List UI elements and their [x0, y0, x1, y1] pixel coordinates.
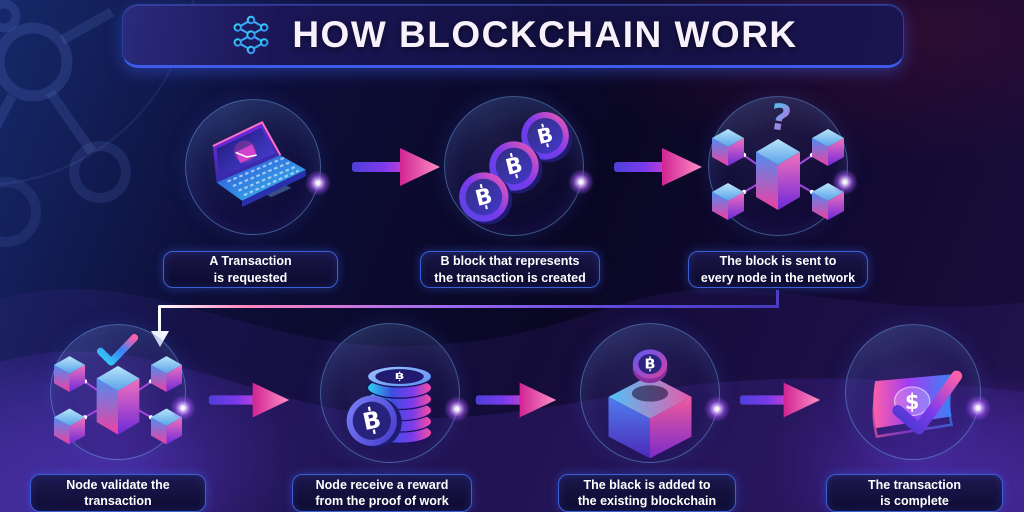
step-circle-3: ?: [708, 96, 858, 236]
money-check-icon: $: [872, 370, 963, 438]
label-line: from the proof of work: [315, 494, 449, 508]
bitcoin-blocks-icon: [459, 112, 573, 225]
glow-dot: [568, 168, 594, 195]
label-line: The block is sent to: [719, 254, 837, 269]
step-label-1: A Transaction is requested: [163, 251, 338, 288]
step-label-2: B block that represents the transaction …: [420, 251, 600, 288]
connector-horizontal: [158, 305, 779, 308]
title-bar: HOW BLOCKCHAIN WORK: [122, 4, 904, 68]
flow-arrow-3: [208, 382, 290, 418]
page-title: HOW BLOCKCHAIN WORK: [292, 14, 798, 55]
label-line: is requested: [213, 270, 288, 285]
flow-arrow-5: [739, 382, 821, 418]
block-added-icon: [608, 349, 692, 459]
step-label-4: Node validate the transaction: [30, 474, 206, 512]
label-line: transaction: [84, 494, 152, 508]
step-circle-5: [320, 323, 470, 463]
label-line: A Transaction: [209, 254, 292, 269]
step-circle-2: [444, 96, 594, 236]
step-label-6: The black is added to the existing block…: [558, 474, 736, 512]
svg-text:$: $: [905, 390, 920, 414]
step-label-5: Node receive a reward from the proof of …: [292, 474, 472, 512]
network-validated-icon: [54, 334, 182, 445]
label-line: B block that represents: [440, 254, 580, 269]
step-circle-6: [580, 323, 730, 463]
laptop-icon: [212, 121, 306, 208]
connector-vertical-right: [776, 290, 779, 307]
step-label-7: The transaction is complete: [826, 474, 1003, 512]
flow-arrow-2: [614, 148, 702, 186]
label-line: is complete: [880, 494, 949, 508]
label-line: Node receive a reward: [315, 477, 449, 492]
coin-stack-icon: [346, 365, 433, 448]
label-line: The transaction: [867, 477, 962, 492]
glow-dot: [305, 169, 331, 196]
label-line: every node in the network: [700, 270, 856, 285]
glow-dot: [965, 394, 991, 421]
step-circle-7: $: [845, 324, 991, 460]
glow-dot: [832, 168, 858, 195]
blockchain-logo-icon: [233, 15, 269, 55]
svg-text:?: ?: [766, 98, 794, 141]
label-line: the transaction is created: [434, 270, 586, 285]
step-label-3: The block is sent to every node in the n…: [688, 251, 868, 288]
step-circle-1: [185, 99, 331, 235]
flow-arrow-1: [352, 148, 440, 186]
flow-arrow-4: [475, 382, 557, 418]
glow-dot: [444, 395, 470, 422]
glow-dot: [170, 394, 196, 421]
network-question-icon: ?: [712, 98, 844, 220]
label-line: The black is added to: [583, 477, 711, 492]
glow-dot: [704, 395, 730, 422]
label-line: Node validate the: [66, 477, 170, 492]
step-circle-4: [50, 324, 196, 460]
label-line: the existing blockchain: [577, 494, 717, 508]
